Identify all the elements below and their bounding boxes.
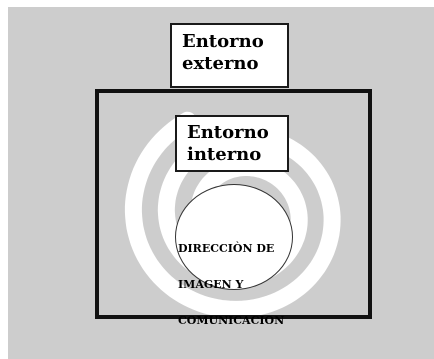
internal-label-line-2: interno xyxy=(187,144,262,165)
core-label-line-3: COMUNICACION xyxy=(178,314,285,327)
core-label: DIRECCIÒN DE IMAGEN Y COMUNICACION xyxy=(178,219,294,351)
core-label-line-1: DIRECCIÒN DE xyxy=(178,242,275,255)
core-label-line-2: IMAGEN Y xyxy=(178,278,244,291)
internal-label-line-1: Entorno xyxy=(187,122,269,143)
external-label-line-1: Entorno xyxy=(182,31,264,52)
internal-environment-frame xyxy=(95,89,372,319)
external-label-line-2: externo xyxy=(182,53,259,74)
external-environment-box: Entorno externo xyxy=(170,23,289,88)
internal-environment-box: Entorno interno xyxy=(175,115,289,172)
core-ellipse xyxy=(175,184,293,290)
